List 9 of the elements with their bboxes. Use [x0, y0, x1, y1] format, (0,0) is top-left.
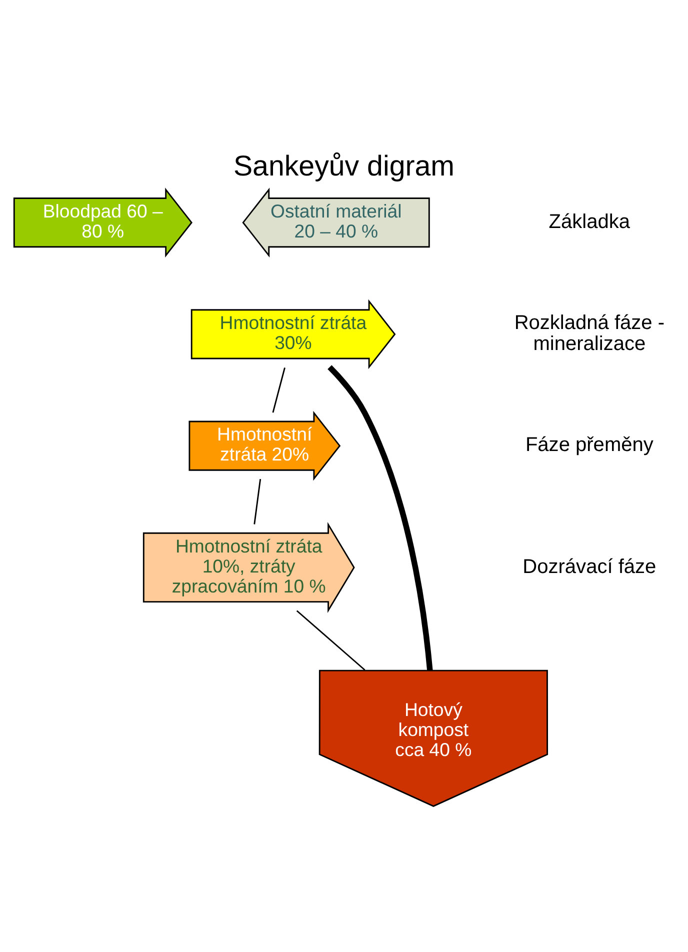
connector: [328, 364, 433, 670]
connector: [254, 478, 262, 524]
label: Dozrávací fáze: [522, 555, 656, 578]
label: Základka: [548, 210, 630, 232]
diagram-title: Sankeyův digram: [233, 150, 455, 182]
connector: [272, 366, 286, 412]
connector: [296, 610, 366, 670]
label: Fáze přeměny: [525, 434, 654, 456]
label: Rozkladná fáze - mineralizace: [514, 311, 665, 355]
